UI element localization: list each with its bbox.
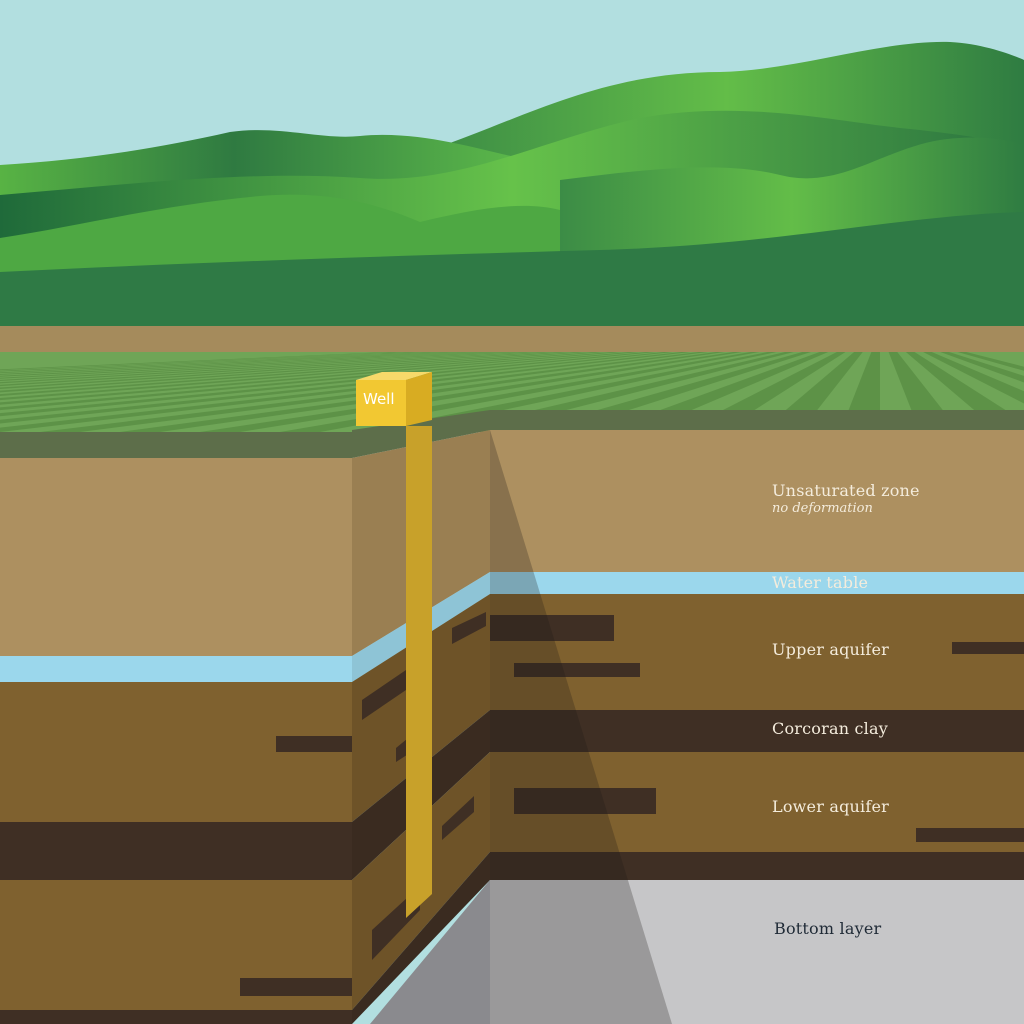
field	[0, 352, 1024, 432]
hills	[0, 41, 1024, 332]
field-row	[0, 352, 639, 411]
water-table-label: Water table	[772, 573, 869, 592]
field-row	[0, 352, 415, 372]
well	[356, 372, 432, 918]
upper-aquifer-label: Upper aquifer	[772, 640, 890, 659]
well-cap-side	[406, 372, 432, 426]
well-label: Well	[363, 390, 395, 408]
field-row	[0, 352, 484, 379]
unsaturated-zone-label: Unsaturated zone	[772, 481, 920, 500]
bottom-layer-label: Bottom layer	[774, 919, 882, 938]
field-row	[0, 352, 432, 374]
ground-surface-left	[0, 432, 352, 458]
right-block	[490, 430, 1024, 1024]
field-row	[0, 352, 587, 396]
left-block	[0, 458, 352, 1024]
field-row	[0, 352, 501, 381]
field-row	[360, 352, 777, 432]
hill-base	[0, 212, 1024, 332]
well-cap	[356, 380, 406, 426]
deformation-shadow	[490, 430, 672, 1024]
lower-aquifer-label: Lower aquifer	[772, 797, 889, 816]
field-row	[0, 352, 691, 432]
field-row	[940, 352, 1024, 383]
field-row	[0, 352, 518, 384]
field-row	[0, 352, 553, 390]
field-row	[0, 352, 604, 401]
far-dirt	[0, 326, 1024, 356]
field-row	[0, 352, 622, 405]
corcoran-clay-label: Corcoran clay	[772, 719, 888, 738]
field-row	[0, 352, 656, 417]
field-row	[0, 352, 570, 393]
field-row	[0, 352, 535, 387]
field-row	[957, 352, 1024, 371]
field-row	[923, 352, 1024, 404]
field-row	[200, 352, 742, 432]
field-row	[0, 352, 466, 377]
field-row	[0, 352, 449, 375]
ground-surface-right	[352, 410, 1024, 458]
field-row	[0, 352, 397, 371]
unsaturated-zone-note: no deformation	[772, 501, 873, 516]
well-cap-top	[356, 372, 432, 380]
well-shaft	[406, 426, 432, 918]
field-row	[0, 352, 673, 424]
